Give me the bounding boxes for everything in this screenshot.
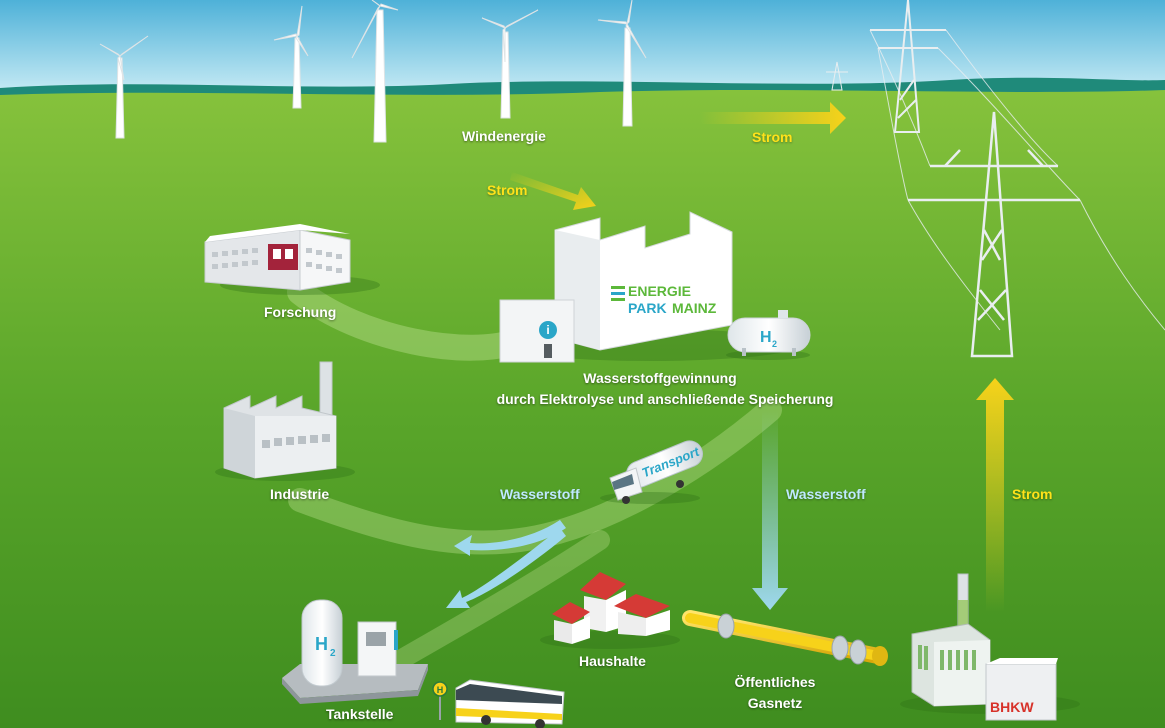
label-plant-line1: Wasserstoffgewinnung (583, 370, 737, 386)
label-plant-line2: durch Elektrolyse und anschließende Spei… (496, 391, 834, 407)
label-strom-right: Strom (1012, 486, 1053, 502)
households-houses (540, 572, 680, 649)
research-flow-path (287, 279, 533, 361)
wind-turbine (273, 5, 309, 109)
label-wasserstoff-right: Wasserstoff (786, 486, 866, 502)
strom-arrow-top (700, 102, 846, 134)
hydrogen-filling-station: H 2 (282, 599, 428, 704)
pylon-distant (826, 61, 848, 91)
strom-arrow-mid (510, 172, 596, 210)
station-h-sub: 2 (330, 648, 336, 659)
energy-park-plant: i ENERGIE PARK MAINZ H 2 (499, 211, 811, 363)
hydrogen-storage-tank: H 2 (726, 310, 811, 360)
tank-h: H (760, 329, 772, 346)
label-station: Tankstelle (326, 706, 394, 722)
label-strom-mid: Strom (487, 182, 528, 198)
wasserstoff-arrow-station (446, 528, 566, 608)
label-gas-line1: Öffentliches (734, 674, 816, 690)
hydrogen-transport-truck: Transport (600, 440, 703, 504)
wasserstoff-arrow-industry (454, 520, 566, 556)
bus-stop-sign: H (432, 681, 448, 720)
logo-line2-park: PARK (628, 300, 667, 316)
wind-turbines (99, 0, 647, 143)
wind-turbine (597, 0, 647, 127)
label-industry: Industrie (270, 486, 330, 502)
wind-turbine (99, 35, 149, 139)
chp-plant: BHKW (900, 573, 1080, 721)
hydrogen-bus (455, 679, 565, 728)
wind-turbine (481, 9, 539, 119)
tank-h-sub: 2 (772, 339, 777, 349)
label-households: Haushalte (579, 653, 646, 669)
pylon-near (908, 111, 1080, 358)
logo-line1: ENERGIE (628, 283, 691, 299)
label-gas-line2: Gasnetz (747, 695, 803, 711)
station-flow-path (390, 530, 610, 670)
plant-annex (499, 299, 575, 363)
power-cables (869, 29, 1165, 331)
research-building (204, 224, 380, 295)
wind-turbine (351, 0, 399, 143)
label-wind-energy: Windenergie (462, 128, 546, 144)
energiepark-logo: ENERGIE PARK MAINZ (611, 283, 717, 316)
label-wasserstoff-left: Wasserstoff (500, 486, 580, 502)
public-gas-pipeline (682, 610, 888, 666)
label-research: Forschung (264, 304, 337, 320)
chp-text: BHKW (990, 699, 1034, 715)
strom-arrow-right (976, 378, 1014, 612)
wasserstoff-arrow-down (752, 410, 788, 610)
logo-line2-mainz: MAINZ (672, 300, 717, 316)
info-symbol: i (546, 323, 549, 337)
bus-stop-symbol: H (437, 685, 444, 695)
station-h: H (315, 634, 328, 654)
power-pylons (826, 0, 1165, 358)
label-strom-top: Strom (752, 129, 793, 145)
industry-building (215, 361, 355, 481)
info-icon (539, 321, 557, 339)
